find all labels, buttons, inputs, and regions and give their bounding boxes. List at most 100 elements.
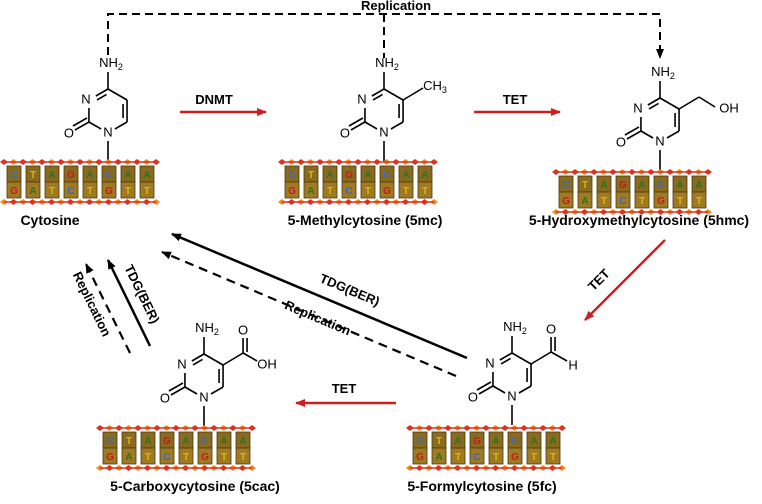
label-cytosine: Cytosine [20, 212, 79, 228]
dna-base-letter: A [695, 180, 702, 191]
dna-base-letter: T [493, 452, 499, 463]
base-pair-bottom [398, 181, 414, 199]
tdg-ber-label-diagonal: TDG(BER) [318, 271, 382, 309]
base-pair-bottom [360, 181, 376, 199]
bond [114, 121, 128, 130]
red-arrows: DNMT TET TET TET [180, 92, 666, 407]
bond [371, 88, 385, 97]
double-bond [648, 102, 659, 110]
replication-label-vertical: Replication [70, 269, 114, 339]
dna-base-letter: A [239, 436, 246, 447]
dna-base-letter: A [143, 170, 150, 181]
base-pair-bottom [101, 181, 117, 199]
dna-base-letter: A [676, 180, 683, 191]
dna-base-letter: A [326, 170, 333, 181]
dna-base-letter: G [67, 170, 75, 181]
dna-base-letter: A [364, 170, 371, 181]
dna-base-letter: G [345, 170, 353, 181]
dna-base-letter: G [383, 186, 391, 197]
dna-base-letter: T [601, 196, 607, 207]
tdg-ber-arrow-diagonal [171, 232, 468, 360]
dna-base-letter: G [562, 196, 570, 207]
dna-base-letter: C [511, 436, 518, 447]
dna-base-letter: T [436, 436, 442, 447]
dna-helices: CGTAATGCATCGATATCGTAATGCATCGATATCGTAATGC… [0, 159, 712, 471]
dna-base-letter: C [67, 186, 74, 197]
carbonyl-bond [478, 385, 494, 395]
carboxyl-hydroxyl: OH [257, 356, 277, 371]
dna-base-letter: C [201, 436, 208, 447]
base-pair-bottom [450, 447, 466, 465]
carboxyl-bond [222, 352, 244, 366]
label-5hmc: 5-Hydroxymethylcytosine (5hmc) [529, 212, 749, 228]
dna-base-letter: A [638, 180, 645, 191]
base-pair-bottom [507, 447, 523, 465]
carboxyl-oxygen: O [238, 322, 248, 337]
nitrogen-atom: N [655, 133, 664, 148]
oxygen-atom: O [340, 125, 350, 140]
bond [659, 97, 680, 110]
dna-base-letter: T [677, 196, 683, 207]
bond [364, 121, 378, 130]
base-pair-bottom [526, 447, 542, 465]
dna-base-letter: G [511, 452, 519, 463]
amine-group: NH2 [99, 55, 123, 72]
dna-base-letter: G [619, 180, 627, 191]
base-pair-bottom [545, 447, 561, 465]
dna-base-letter: T [327, 186, 333, 197]
bond [95, 88, 109, 97]
dna-base-letter: T [87, 186, 93, 197]
bond [191, 353, 205, 362]
tdg-ber-arrow-vertical [106, 259, 152, 347]
dna-base-letter: T [365, 186, 371, 197]
dna-base-letter: T [531, 452, 537, 463]
dna-base-letter: C [288, 170, 295, 181]
dna-base-letter: A [581, 196, 588, 207]
dna-base-letter: A [86, 170, 93, 181]
base-pair-bottom [691, 191, 707, 209]
dna-base-letter: T [422, 186, 428, 197]
tet-arrow-2 [584, 239, 666, 321]
amine-group: NH2 [195, 320, 219, 337]
dna-base-letter: A [600, 180, 607, 191]
dna-base-letter: T [126, 436, 132, 447]
base-pair-bottom [102, 447, 118, 465]
base-pair-bottom [140, 447, 156, 465]
dna-base-letter: A [48, 170, 55, 181]
base-pair-bottom [216, 447, 232, 465]
base-pair-bottom [121, 447, 137, 465]
formyl-hydrogen: H [568, 357, 577, 372]
dna-base-letter: C [10, 170, 17, 181]
oxygen-atom: O [160, 390, 170, 405]
dna-base-letter: C [383, 170, 390, 181]
double-bond [348, 117, 364, 127]
dna-base-letter: A [144, 436, 151, 447]
replication-label-top: Replication [361, 0, 431, 13]
dna-base-letter: A [435, 452, 442, 463]
double-bond [168, 382, 184, 392]
dna-base-letter: A [454, 436, 461, 447]
dna-base-letter: T [183, 452, 189, 463]
base-pair-bottom [596, 191, 612, 209]
bond [88, 121, 102, 130]
dna-base-letter: T [49, 186, 55, 197]
base-pair-bottom [615, 191, 631, 209]
dna-base-letter: A [492, 436, 499, 447]
replication-arrow-vertical [85, 263, 131, 354]
dna-base-letter: C [619, 196, 626, 207]
amine-group: NH2 [375, 55, 399, 72]
dna-base-letter: A [124, 170, 131, 181]
dna-base-letter: T [696, 196, 702, 207]
label-5cac: 5-Carboxycytosine (5cac) [110, 478, 280, 494]
dna-base-letter: G [163, 436, 171, 447]
formyl-bond [530, 351, 552, 365]
base-pair-bottom [284, 181, 300, 199]
bond [647, 97, 661, 106]
hydroxyl-group: OH [719, 100, 739, 115]
